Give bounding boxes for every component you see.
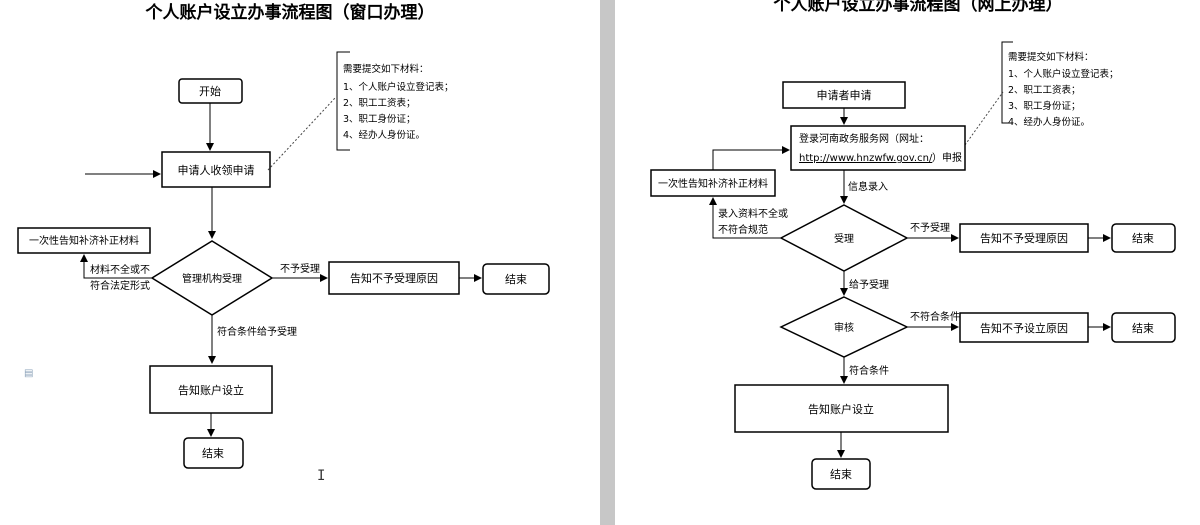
right-incomplete-label-1: 录入资料不全或 [718, 207, 788, 220]
left-materials-item: 4、经办人身份证。 [343, 129, 425, 141]
login-node [790, 125, 966, 171]
right-notify-setup-label: 告知账户设立 [808, 402, 874, 416]
right-reject-label: 不予受理 [910, 222, 950, 234]
left-materials-item: 1、个人账户设立登记表； [343, 81, 454, 93]
left-materials-item: 3、职工身份证； [343, 113, 416, 125]
right-review-label: 受理 [834, 233, 854, 245]
materials-connector [267, 97, 336, 171]
right-document-page: 个人账户设立办事流程图（网上办理） 需要提交如下材料： 1、个人账户设立登记表；… [615, 0, 1200, 525]
left-end-node-bottom [183, 437, 244, 469]
login-label-2: ）申报 [932, 151, 962, 164]
login-label-1: 登录河南政务服务网（网址： [799, 132, 929, 145]
left-flowchart: 个人账户设立办事流程图（窗口办理） 开始 申请人收领申请 需要提交如下材料： 1… [17, 2, 550, 469]
applicant-node [782, 81, 906, 109]
notify-fail-label: 告知不予设立原因 [980, 321, 1068, 335]
right-materials-item: 4、经办人身份证。 [1008, 116, 1090, 128]
applicant-label: 申请者申请 [817, 89, 872, 102]
right-materials-connector [964, 91, 1004, 146]
right-end-node-1 [1111, 223, 1176, 253]
left-document-page: 个人账户设立办事流程图（窗口办理） 开始 申请人收领申请 需要提交如下材料： 1… [17, 2, 550, 484]
left-supplement-label: 一次性告知补济补正材料 [29, 234, 139, 247]
arrow-supplement-login [712, 146, 790, 170]
left-materials-bracket [336, 51, 350, 151]
left-materials-item: 2、职工工资表； [343, 97, 416, 109]
right-materials-item: 1、个人账户设立登记表； [1008, 68, 1119, 80]
accepted-label: 给予受理 [849, 278, 889, 291]
left-accept-label: 符合条件给予受理 [217, 325, 297, 338]
right-notify-reject-label: 告知不予受理原因 [980, 231, 1068, 245]
left-notify-reject-node [328, 261, 460, 295]
left-materials-header: 需要提交如下材料： [343, 63, 429, 75]
right-supplement-node [650, 169, 776, 197]
notify-fail-node [959, 312, 1089, 343]
right-materials-item: 3、职工身份证； [1008, 100, 1081, 112]
right-materials-header: 需要提交如下材料： [1008, 51, 1094, 63]
left-supplement-node [17, 227, 151, 254]
right-end-label-3: 结束 [830, 468, 852, 481]
audit-label: 审核 [834, 321, 854, 334]
right-end-label-1: 结束 [1132, 232, 1154, 245]
right-supplement-label: 一次性告知补济补正材料 [658, 177, 768, 190]
right-end-node-2 [1111, 312, 1176, 343]
page-gutter [600, 0, 615, 525]
left-page-title: 个人账户设立办事流程图（窗口办理） [145, 2, 435, 23]
login-url-link[interactable]: http://www.hnzwfw.gov.cn/ [799, 153, 933, 164]
left-review-label: 管理机构受理 [182, 272, 242, 285]
left-incomplete-label-2: 符合法定形式 [90, 279, 150, 292]
info-entry-label: 信息录入 [848, 180, 888, 193]
arrow-review-supplement [80, 254, 152, 279]
right-materials-item: 2、职工工资表； [1008, 84, 1081, 96]
right-materials-bracket [1001, 41, 1013, 124]
right-flowchart: 个人账户设立办事流程图（网上办理） 需要提交如下材料： 1、个人账户设立登记表；… [650, 0, 1176, 490]
pass-label: 符合条件 [849, 364, 889, 377]
right-page-title: 个人账户设立办事流程图（网上办理） [773, 0, 1063, 15]
text-cursor-icon: I [317, 468, 326, 484]
left-end-node-right [482, 263, 550, 295]
left-notify-setup-node [149, 365, 273, 414]
document-icon[interactable]: ▤ [24, 368, 34, 379]
left-end-label-bottom: 结束 [202, 447, 224, 460]
fail-label: 不符合条件 [910, 310, 960, 323]
right-end-label-2: 结束 [1132, 322, 1154, 335]
left-incomplete-label-1: 材料不全或不 [90, 263, 150, 276]
right-notify-setup-node [734, 384, 949, 433]
left-notify-reject-label: 告知不予受理原因 [350, 271, 438, 285]
left-end-label-right: 结束 [505, 273, 527, 286]
right-notify-reject-node [959, 223, 1089, 253]
apply-label: 申请人收领申请 [178, 163, 255, 177]
right-end-node-3 [811, 458, 871, 490]
arrow-review-supplement [709, 197, 781, 239]
left-notify-setup-label: 告知账户设立 [178, 383, 244, 397]
start-label: 开始 [199, 84, 221, 98]
left-reject-label: 不予受理 [280, 263, 320, 275]
right-incomplete-label-2: 不符合规范 [718, 223, 768, 236]
apply-node [161, 151, 271, 188]
